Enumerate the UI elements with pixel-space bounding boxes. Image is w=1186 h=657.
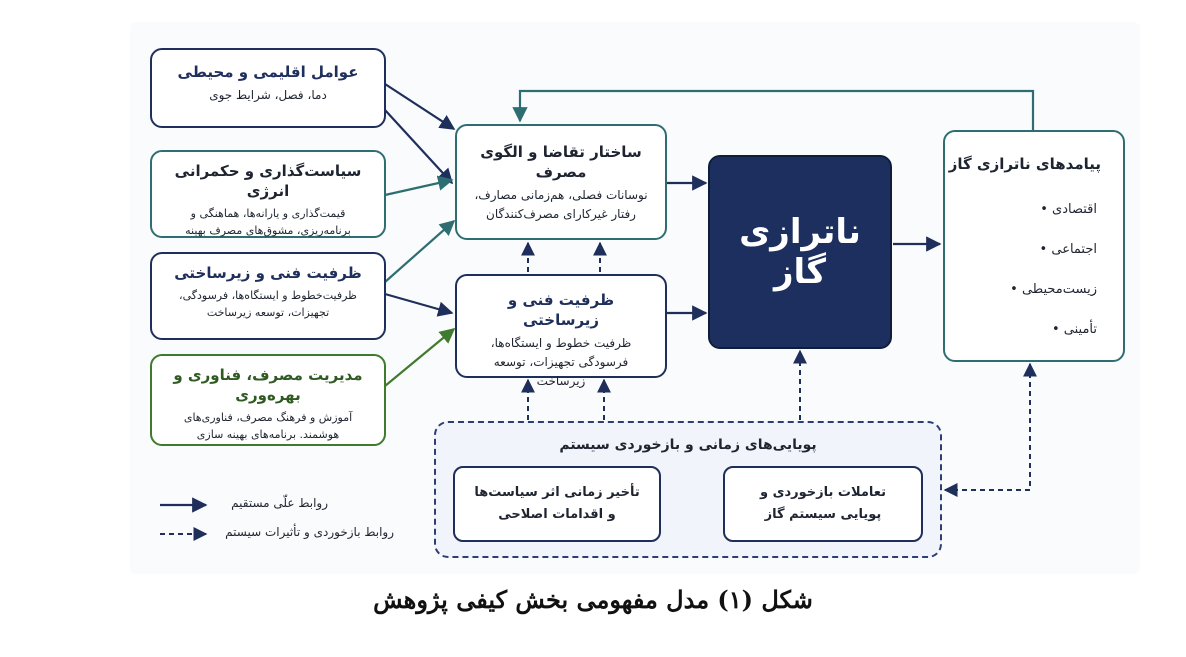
- policy-desc: قیمت‌گذاری و یارانه‌ها، هماهنگی و برنامه…: [185, 207, 351, 237]
- legend-direct-label: روابط علّی مستقیم: [231, 496, 328, 510]
- capacity-mid-desc: ظرفیت خطوط و ایستگاه‌ها، فرسودگی تجهیزات…: [490, 336, 632, 388]
- figure-caption: شکل (۱) مدل مفهومی بخش کیفی پژوهش: [373, 585, 813, 614]
- management-desc: آموزش و فرهنگ مصرف، فناوری‌های هوشمند. ب…: [183, 411, 353, 441]
- outcome-environmental: زیست‌محیطی: [1010, 270, 1097, 310]
- outcomes-title: پیامدهای ناترازی گاز: [948, 155, 1101, 173]
- arrow-outcomes-loop: [512, 89, 1035, 130]
- outcomes-box: پیامدهای ناترازی گاز اقتصادی اجتماعی زیس…: [943, 130, 1125, 362]
- gas-imbalance-core: ناترازی گاز: [708, 155, 892, 349]
- policy-title: سیاست‌گذاری و حکمرانی انرژی: [174, 162, 362, 200]
- demand-desc: نوسانات فصلی، هم‌زمانی مصارف، رفتار غیرک…: [474, 188, 648, 221]
- system-dynamics-panel: پویایی‌های زمانی و بازخوردی سیستم تأخیر …: [434, 421, 942, 558]
- demand-title: ساختار تقاضا و الگوی مصرف: [480, 143, 642, 181]
- core-title: ناترازی گاز: [739, 212, 861, 292]
- arrow-climate-demand-2: [384, 109, 454, 185]
- dashed-outcomes-dynamics: [943, 362, 1037, 497]
- climate-box: عوامل اقلیمی و محیطی دما، فصل، شرایط جوی: [150, 48, 386, 128]
- arrow-management-capacity: [384, 328, 456, 387]
- climate-desc: دما، فصل، شرایط جوی: [209, 88, 327, 102]
- climate-title: عوامل اقلیمی و محیطی: [177, 63, 359, 81]
- outcome-supply: تأمینی: [1010, 310, 1097, 350]
- arrow-capacity-capacity: [384, 292, 454, 317]
- policy-box: سیاست‌گذاری و حکمرانی انرژی قیمت‌گذاری و…: [150, 150, 386, 238]
- management-box: مدیریت مصرف، فناوری و بهره‌وری آموزش و ف…: [150, 354, 386, 446]
- dynamics-delay-box: تأخیر زمانی اثر سیاست‌ها و اقدامات اصلاح…: [453, 466, 661, 542]
- outcomes-list: اقتصادی اجتماعی زیست‌محیطی تأمینی: [1010, 190, 1097, 350]
- arrow-policy-demand: [384, 175, 454, 197]
- legend-feedback-label: روابط بازخوردی و تأثیرات سیستم: [225, 525, 394, 539]
- capacity-left-desc: ظرفیت‌خطوط و ایستگاه‌ها، فرسودگی، تجهیزا…: [179, 289, 357, 319]
- outcome-social: اجتماعی: [1010, 230, 1097, 270]
- capacity-mid-box: ظرفیت فنی و زیرساختی ظرفیت خطوط و ایستگا…: [455, 274, 667, 388]
- capacity-mid-title: ظرفیت فنی و زیرساختی: [507, 291, 615, 329]
- arrow-capacity-demand: [384, 219, 456, 283]
- capacity-left-title: ظرفیت فنی و زیرساختی: [174, 264, 362, 282]
- dynamics-title: پویایی‌های زمانی و بازخوردی سیستم: [559, 437, 817, 453]
- arrow-climate-demand: [384, 83, 456, 130]
- capacity-left-box: ظرفیت فنی و زیرساختی ظرفیت‌خطوط و ایستگا…: [150, 252, 386, 340]
- outcome-economic: اقتصادی: [1010, 190, 1097, 230]
- management-title: مدیریت مصرف، فناوری و بهره‌وری: [173, 366, 363, 404]
- dynamics-feedback-box: تعاملات بازخوردی و پویایی سیستم گاز: [723, 466, 923, 542]
- demand-box: ساختار تقاضا و الگوی مصرف نوسانات فصلی، …: [455, 124, 667, 240]
